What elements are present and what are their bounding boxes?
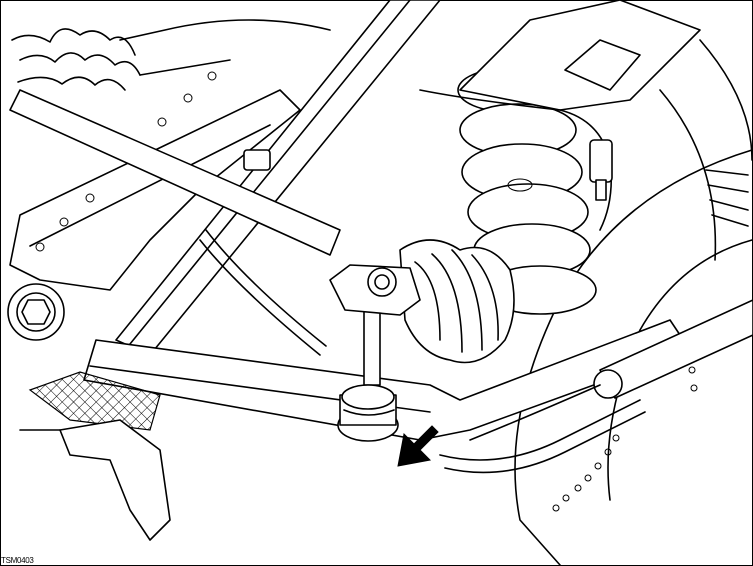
spring-mount bbox=[459, 0, 701, 111]
hatched-panel bbox=[28, 371, 161, 431]
stabilizer-link bbox=[329, 264, 421, 386]
anti-roll-bar bbox=[469, 299, 753, 441]
arrow-icon bbox=[397, 425, 439, 467]
driveshaft-boot-lower bbox=[399, 239, 515, 364]
lower-frame-bar bbox=[9, 89, 341, 256]
figure-reference-code: TSM0403 bbox=[1, 556, 34, 565]
lower-bracket bbox=[19, 419, 171, 541]
stabilizer-bush bbox=[337, 384, 399, 442]
brake-hose bbox=[199, 89, 646, 474]
subframe-bolt bbox=[7, 283, 65, 341]
abs-sensor bbox=[243, 139, 613, 201]
driveshaft-boot-upper bbox=[11, 19, 331, 91]
